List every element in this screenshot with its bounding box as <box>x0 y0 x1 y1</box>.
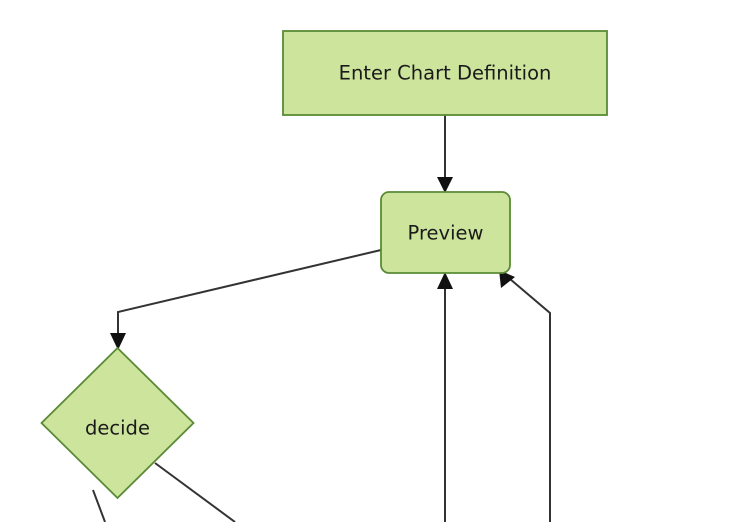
node-label-preview: Preview <box>408 222 484 245</box>
edge-bottom-right-to-preview <box>499 270 551 522</box>
edge-enter-chart-definition-to-preview <box>437 115 453 193</box>
node-rounded-rectangle-shape[interactable] <box>380 191 511 274</box>
edge-decide-to-bottom-right <box>154 462 236 522</box>
node-label-enter-chart-definition: Enter Chart Definition <box>339 62 552 85</box>
arrowhead-down-icon <box>437 177 453 193</box>
edge-layer <box>92 115 551 522</box>
edge-line <box>92 489 106 522</box>
edge-decide-to-bottom-left <box>92 489 106 522</box>
edge-bottom-center-to-preview <box>437 272 453 522</box>
edge-line <box>509 278 551 522</box>
node-enter-chart-definition[interactable]: Enter Chart Definition <box>282 30 608 116</box>
arrowhead-up-icon <box>437 272 453 289</box>
node-decide[interactable]: decide <box>40 346 195 500</box>
node-rectangle-shape[interactable] <box>282 30 608 116</box>
arrowhead-up-left-icon <box>499 270 515 288</box>
node-layer: Enter Chart Definition Preview decide <box>40 30 608 500</box>
edge-preview-to-decide <box>110 249 382 350</box>
edge-line <box>117 249 382 342</box>
node-preview[interactable]: Preview <box>380 191 511 274</box>
arrowhead-down-icon <box>110 333 126 350</box>
node-diamond-shape[interactable] <box>40 346 195 500</box>
edge-line <box>154 462 236 522</box>
node-label-decide: decide <box>85 417 150 440</box>
